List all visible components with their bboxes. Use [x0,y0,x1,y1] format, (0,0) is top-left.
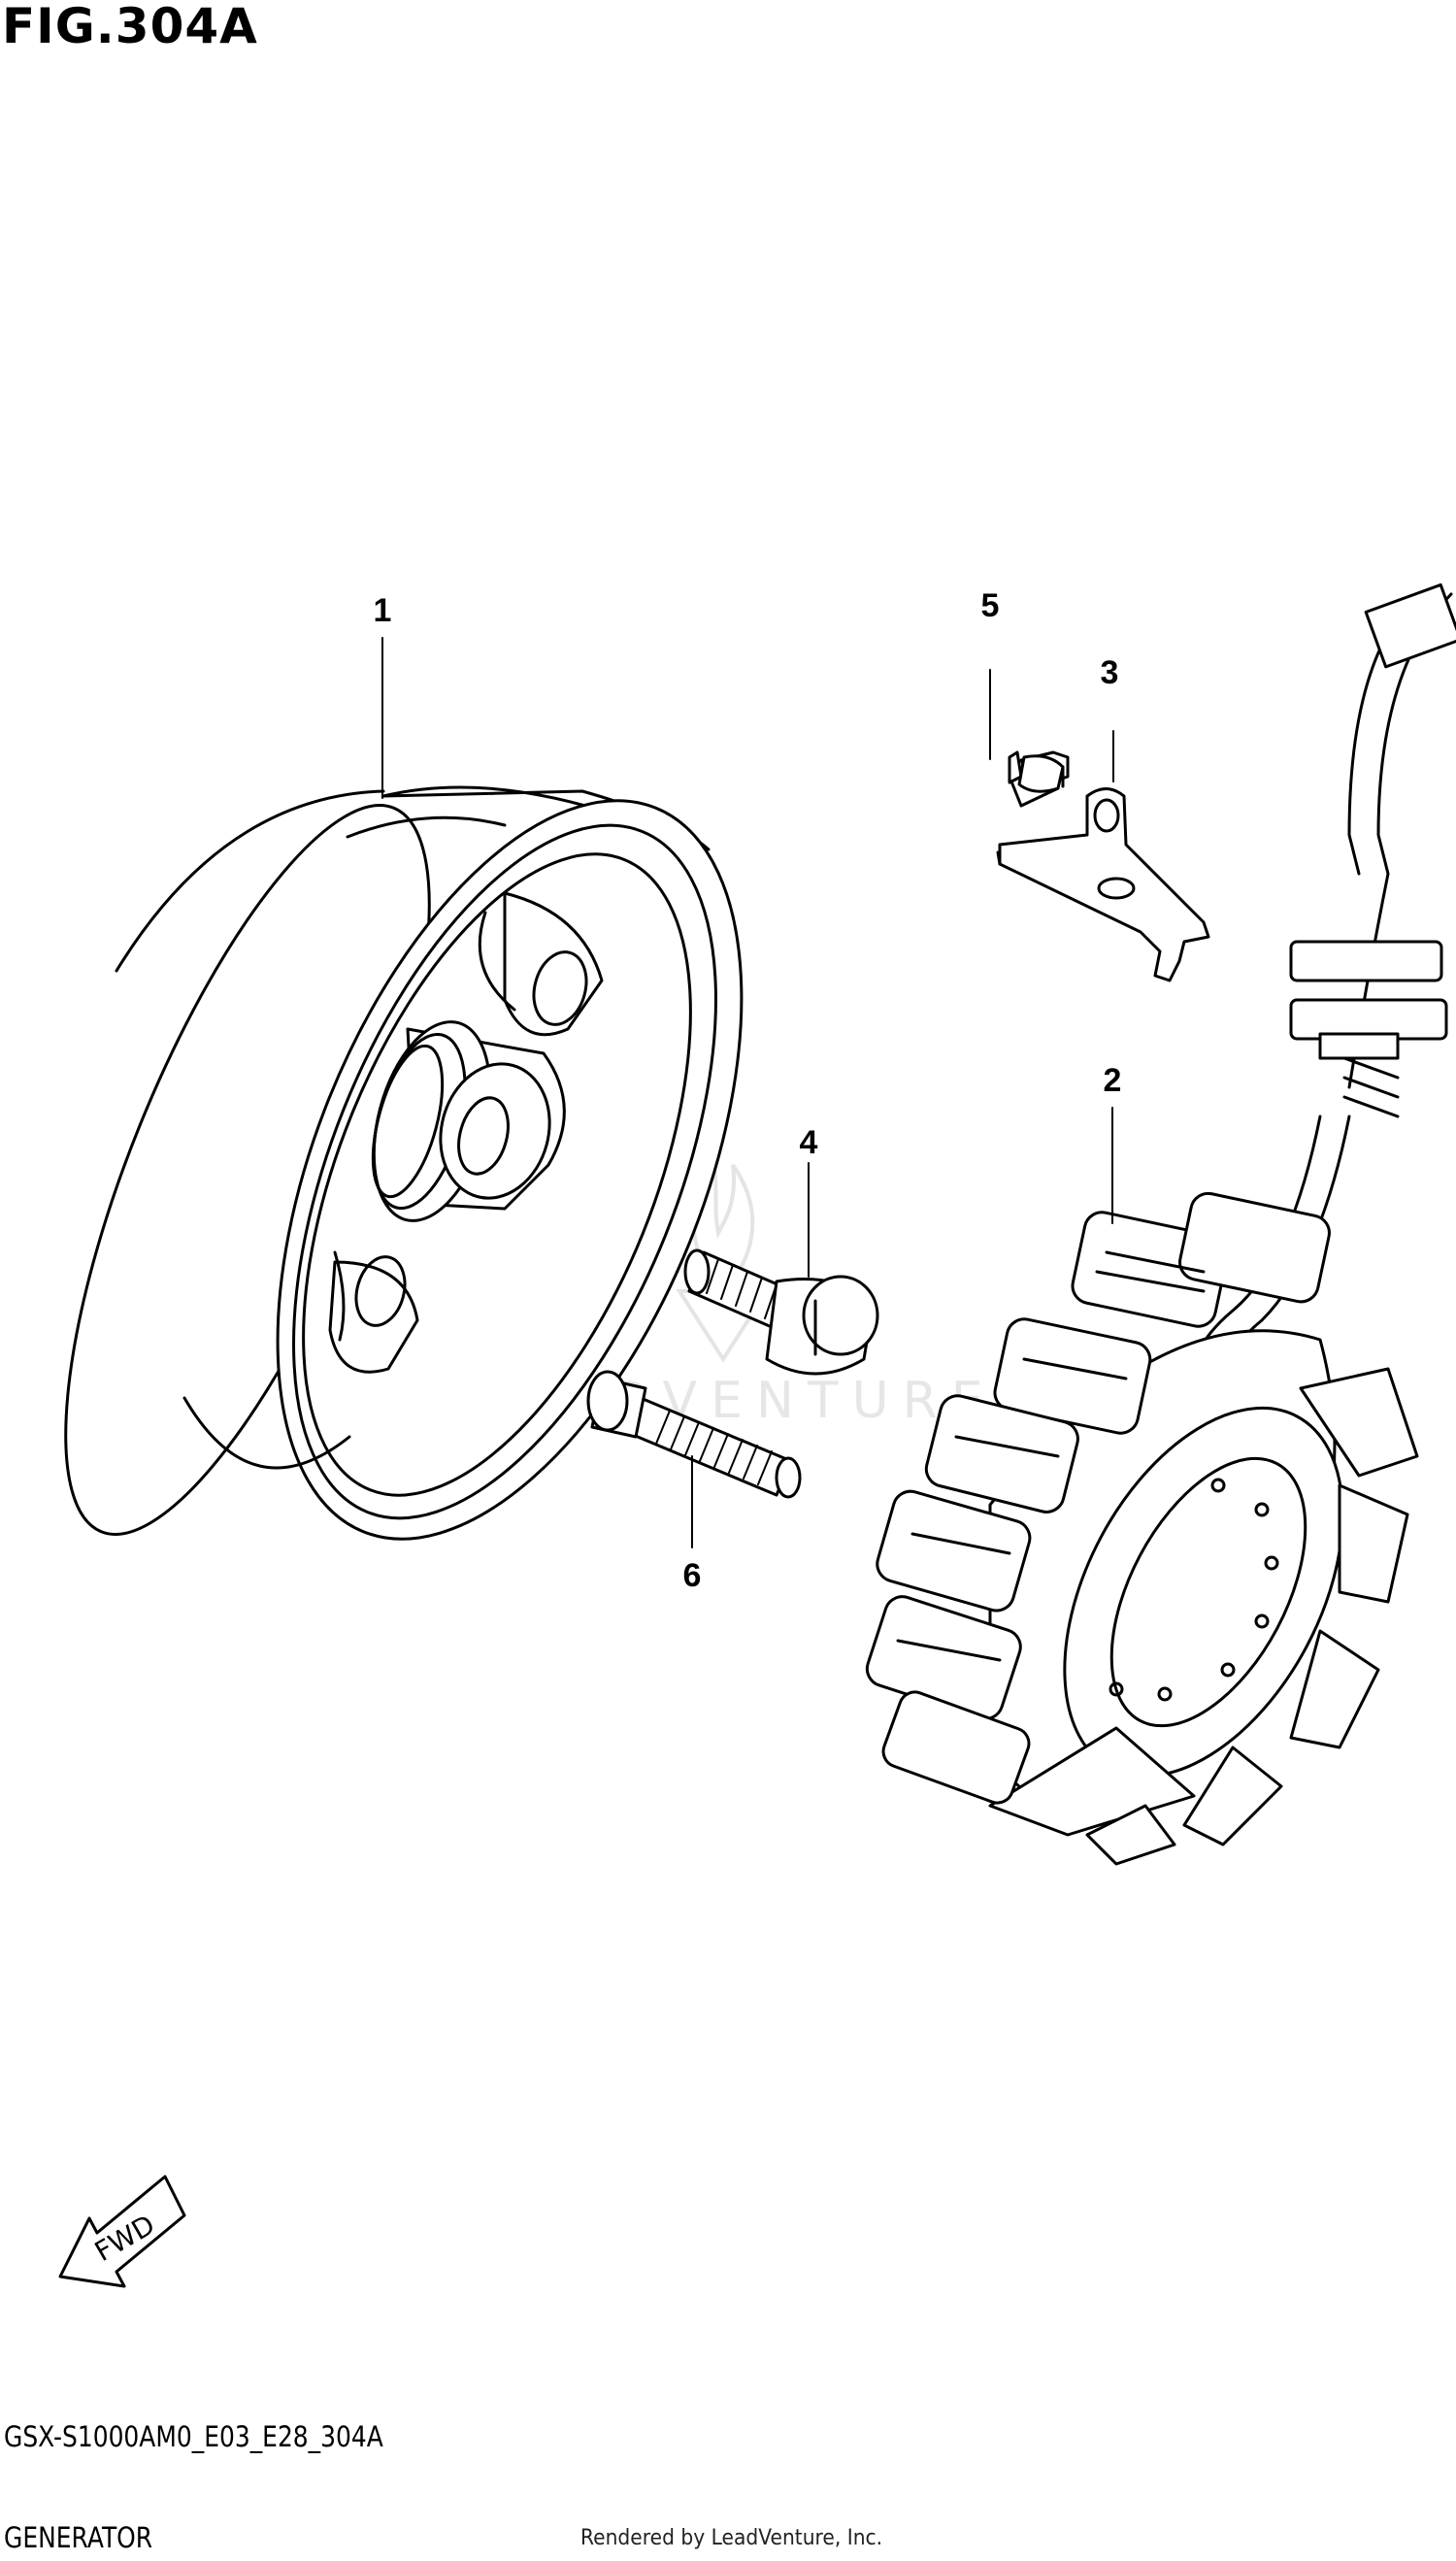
stator-bolt-holes [1109,1478,1279,1702]
forward-direction-arrow: FWD [58,2175,186,2288]
leader-lines [381,637,1114,1548]
part-2-stator[interactable] [863,582,1456,1866]
part-4-bolt[interactable] [683,1248,879,1376]
figure-code: GSX-S1000AM0_E03_E28_304A [4,2420,383,2453]
render-credit: Rendered by LeadVenture, Inc. [580,2526,883,2550]
stator-coils [865,1191,1331,1805]
figure-title: FIG.304A [2,0,258,54]
part-6-bolt[interactable] [586,1370,802,1499]
callout-2[interactable]: 2 [1103,1062,1122,1099]
callout-6[interactable]: 6 [682,1557,702,1594]
callout-1[interactable]: 1 [373,592,392,629]
part-3-bracket[interactable] [996,787,1210,982]
part-5-bolt[interactable] [1008,750,1070,808]
part-1-rotor[interactable] [0,735,836,1604]
callout-5[interactable]: 5 [980,587,1000,624]
callout-4[interactable]: 4 [799,1124,818,1161]
callout-3[interactable]: 3 [1100,654,1119,691]
figure-name: GENERATOR [4,2521,153,2554]
